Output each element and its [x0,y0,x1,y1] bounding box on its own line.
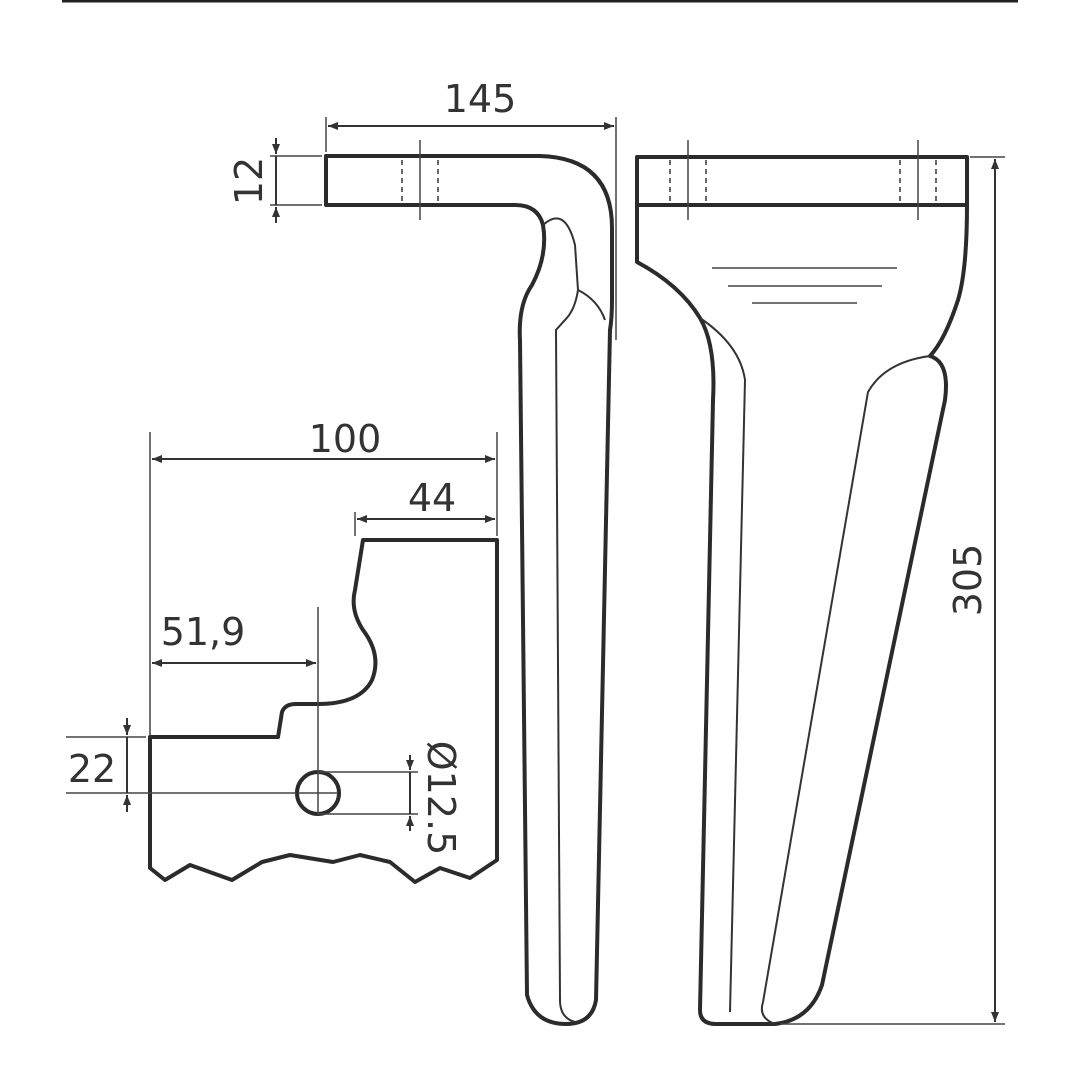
front-view-ridge [760,355,931,1025]
front-view-outline [635,203,969,1026]
side-view-bolt-hole [401,140,439,220]
front-view-markings [712,267,897,304]
dim-height-total: 305 [780,156,1005,1025]
front-view-inner-line [699,317,747,1013]
dim-detail-top-width-label: 44 [408,476,456,520]
dim-step-height: 22 [66,718,296,812]
side-view-edge-line [577,289,606,321]
detail-view-outline [148,538,499,884]
dim-width-total-label: 145 [444,77,517,121]
side-view [324,140,614,1026]
front-view [635,140,969,1026]
dim-step-height-label: 22 [68,747,116,791]
front-view-plate [635,155,969,207]
dim-detail-width: 100 [149,417,498,735]
dim-height-total-label: 305 [946,544,990,617]
dim-detail-width-label: 100 [309,417,382,461]
front-view-bolt-hole-left [669,140,707,220]
dim-hole-diameter: Ø12.5 [318,741,463,856]
dim-plate-thickness-label: 12 [227,157,271,205]
dim-plate-thickness: 12 [227,138,322,223]
dim-hole-offset: 51,9 [152,610,316,667]
front-view-bolt-hole-right [899,140,937,220]
side-view-outline [324,154,614,1026]
dim-width-total: 145 [325,77,617,340]
side-view-crease [542,217,580,1023]
dim-hole-offset-label: 51,9 [161,610,246,654]
dim-hole-diameter-label: Ø12.5 [419,741,463,856]
dim-detail-top-width: 44 [354,476,495,536]
